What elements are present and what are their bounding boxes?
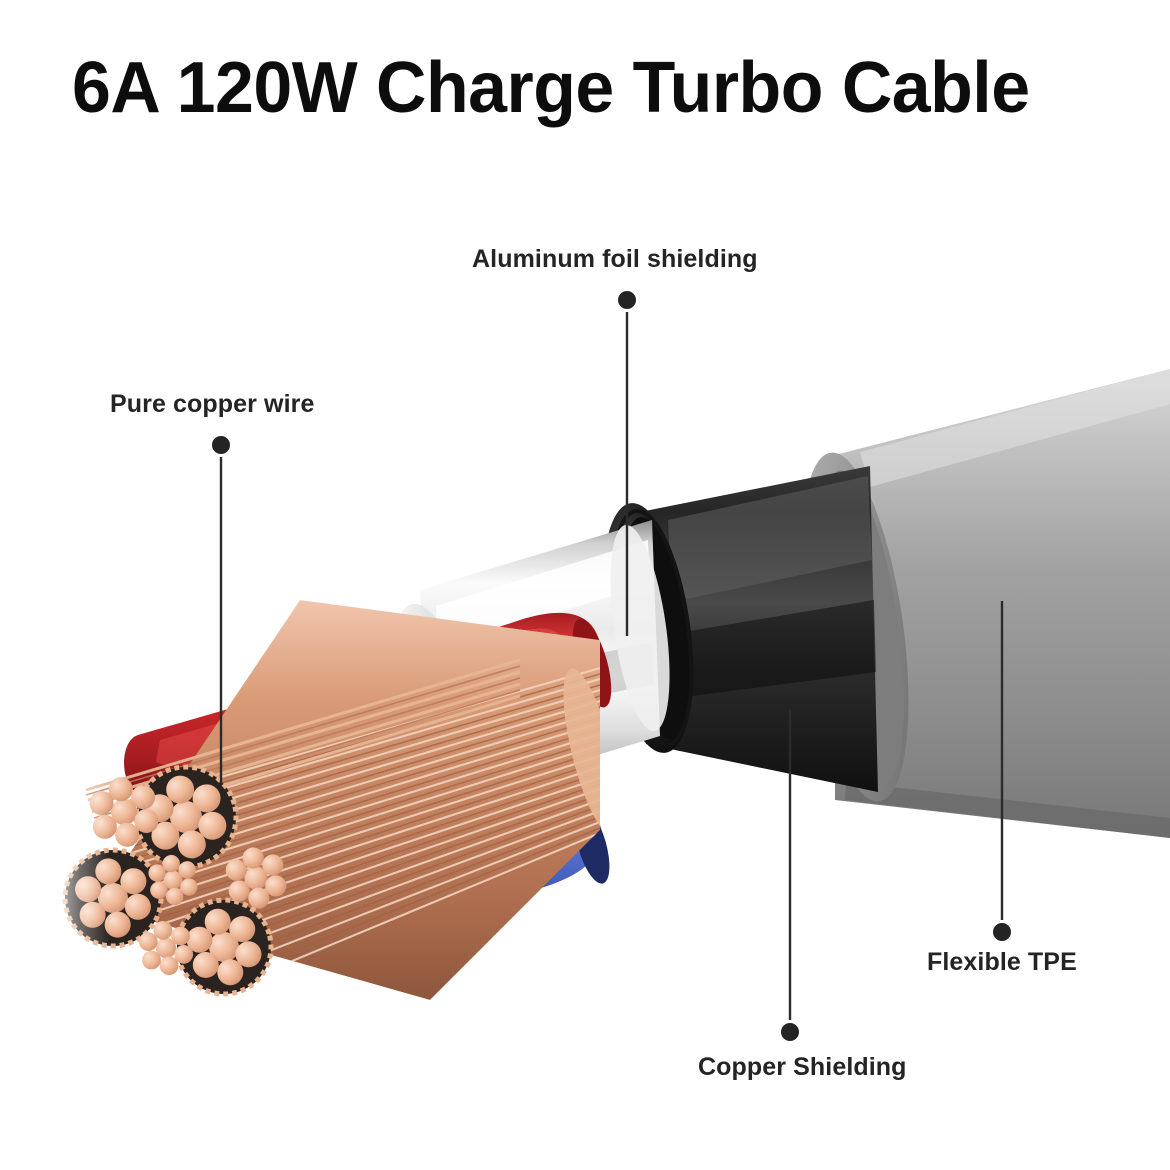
callout-label-copper-shielding: Copper Shielding — [698, 1053, 907, 1081]
leader-dot-aluminum-foil — [618, 291, 636, 309]
callout-leaders — [212, 291, 1011, 1041]
callout-label-pure-copper-wire: Pure copper wire — [110, 390, 315, 418]
strand-cluster — [225, 847, 287, 909]
callout-label-flexible-tpe: Flexible TPE — [927, 948, 1077, 976]
leader-dot-flexible-tpe — [993, 923, 1011, 941]
callout-flexible-tpe — [993, 601, 1011, 941]
strand-cluster — [148, 854, 198, 906]
leader-dot-copper-shielding — [781, 1023, 799, 1041]
strand-bundle — [174, 897, 274, 997]
callout-aluminum-foil-shielding — [618, 291, 636, 636]
page-title: 6A 120W Charge Turbo Cable — [72, 48, 1030, 128]
strand-bundle — [133, 764, 239, 870]
leader-dot-pure-copper — [212, 436, 230, 454]
callout-label-aluminum-foil-shielding: Aluminum foil shielding — [472, 245, 758, 273]
callout-pure-copper-wire — [212, 436, 230, 783]
strand-cluster — [138, 920, 194, 976]
callout-copper-shielding — [781, 709, 799, 1041]
